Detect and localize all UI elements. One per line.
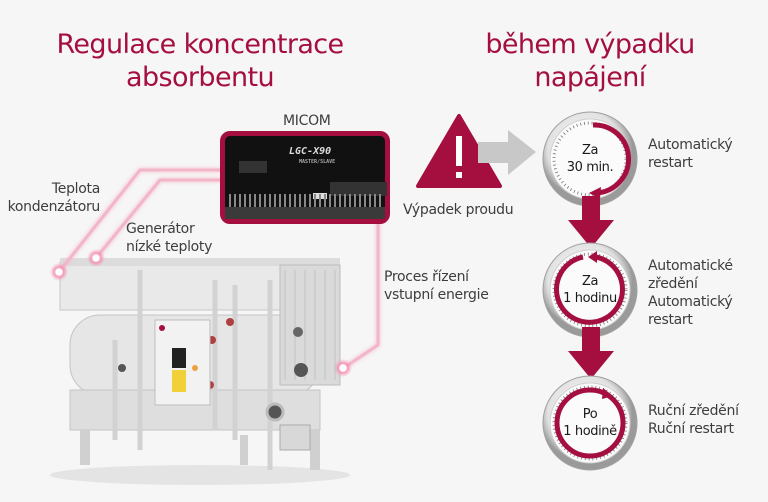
arrow-down-icon: [568, 327, 614, 379]
clock-step-3: Po 1 hodině: [541, 374, 639, 472]
micom-submodel: MASTER/SLAVE: [299, 159, 336, 165]
arrow-right-icon: [478, 130, 536, 175]
absorption-chiller-image: [50, 258, 350, 485]
callout-condenser-temperature: Teplota kondenzátoru: [7, 181, 101, 215]
clock-icon: [542, 111, 638, 207]
micom-controller-panel: LGC-X90 MASTER/SLAVE: [220, 131, 390, 224]
terminal-block: [330, 182, 387, 196]
step-2-description: Automatické zředění Automatický restart: [648, 258, 733, 328]
display-window: [239, 161, 267, 173]
step-1-description: Automatický restart: [648, 137, 733, 171]
clock-step-1: Za 30 min.: [541, 110, 639, 208]
arrow-down-icon: [568, 196, 614, 248]
callout-input-energy-process: Proces řízení vstupní energie: [384, 269, 489, 303]
micom-model: LGC-X90: [289, 146, 332, 157]
right-title: během výpadku napájení: [485, 29, 695, 93]
clock-icon: [542, 375, 638, 471]
terminal-pins: [229, 194, 381, 208]
clock-icon: [542, 242, 638, 338]
clock-step-2: Za 1 hodinu: [541, 241, 639, 339]
power-outage-label: Výpadek proudu: [403, 202, 514, 218]
step-3-description: Ruční zředění Ruční restart: [648, 403, 739, 437]
micom-label: MICOM: [283, 113, 331, 129]
callout-low-temp-generator: Generátor nízké teploty: [126, 221, 213, 255]
left-title: Regulace koncentrace absorbentu: [56, 29, 344, 93]
